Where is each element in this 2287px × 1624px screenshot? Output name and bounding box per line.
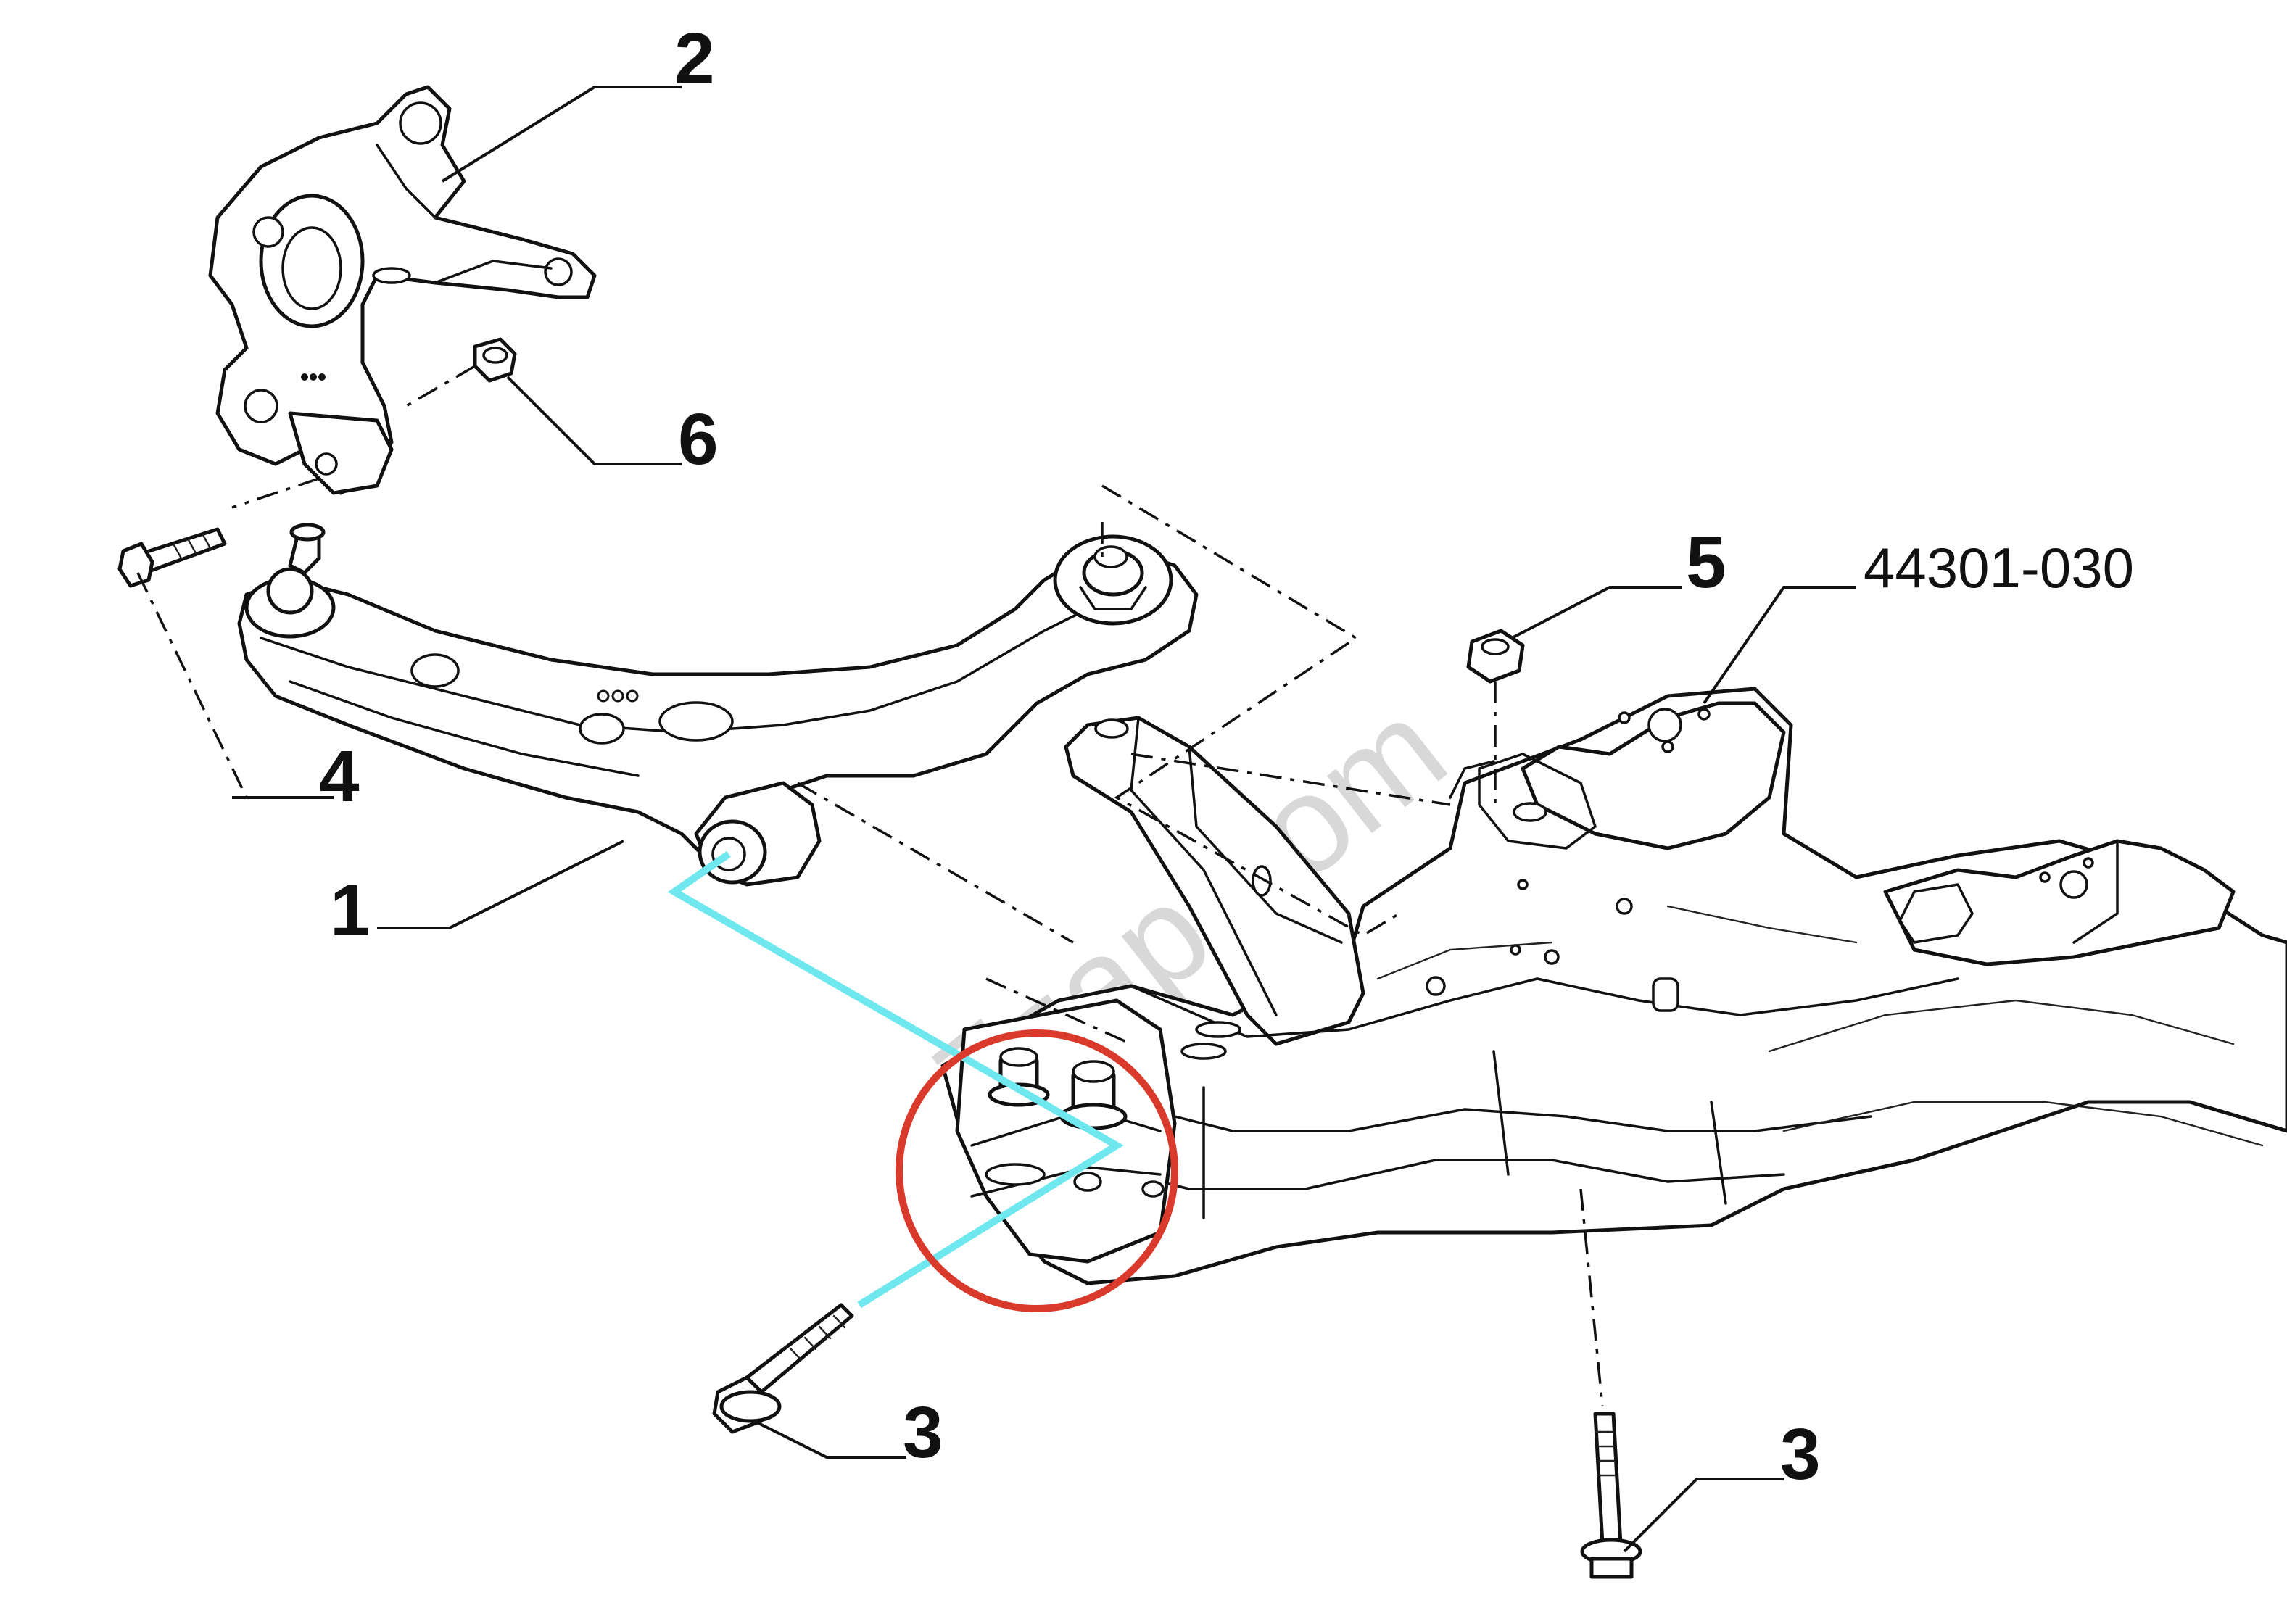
lower-control-arm [237,523,1199,887]
callout-1: 1 [330,870,371,951]
callout-5: 5 [1686,522,1726,603]
steering-knuckle [208,85,597,495]
part-code-label: 44301-030 [1864,536,2134,600]
bolt-3-right [1580,1412,1642,1579]
callout-4: 4 [319,736,360,817]
bolt-4 [117,527,227,588]
callout-6: 6 [678,399,719,480]
highlight-path [667,850,1124,1309]
callouts: 2 6 4 1 5 44301-030 3 3 [232,18,2134,1553]
bolt-3-left [712,1303,854,1434]
highlight-circle [896,1030,1178,1312]
callout-2: 2 [674,18,715,99]
callout-3-left: 3 [903,1392,943,1473]
nut-6 [473,337,517,383]
callout-3-right: 3 [1780,1414,1821,1495]
nut-5 [1466,629,1525,684]
phantom-lines [136,365,1604,1407]
